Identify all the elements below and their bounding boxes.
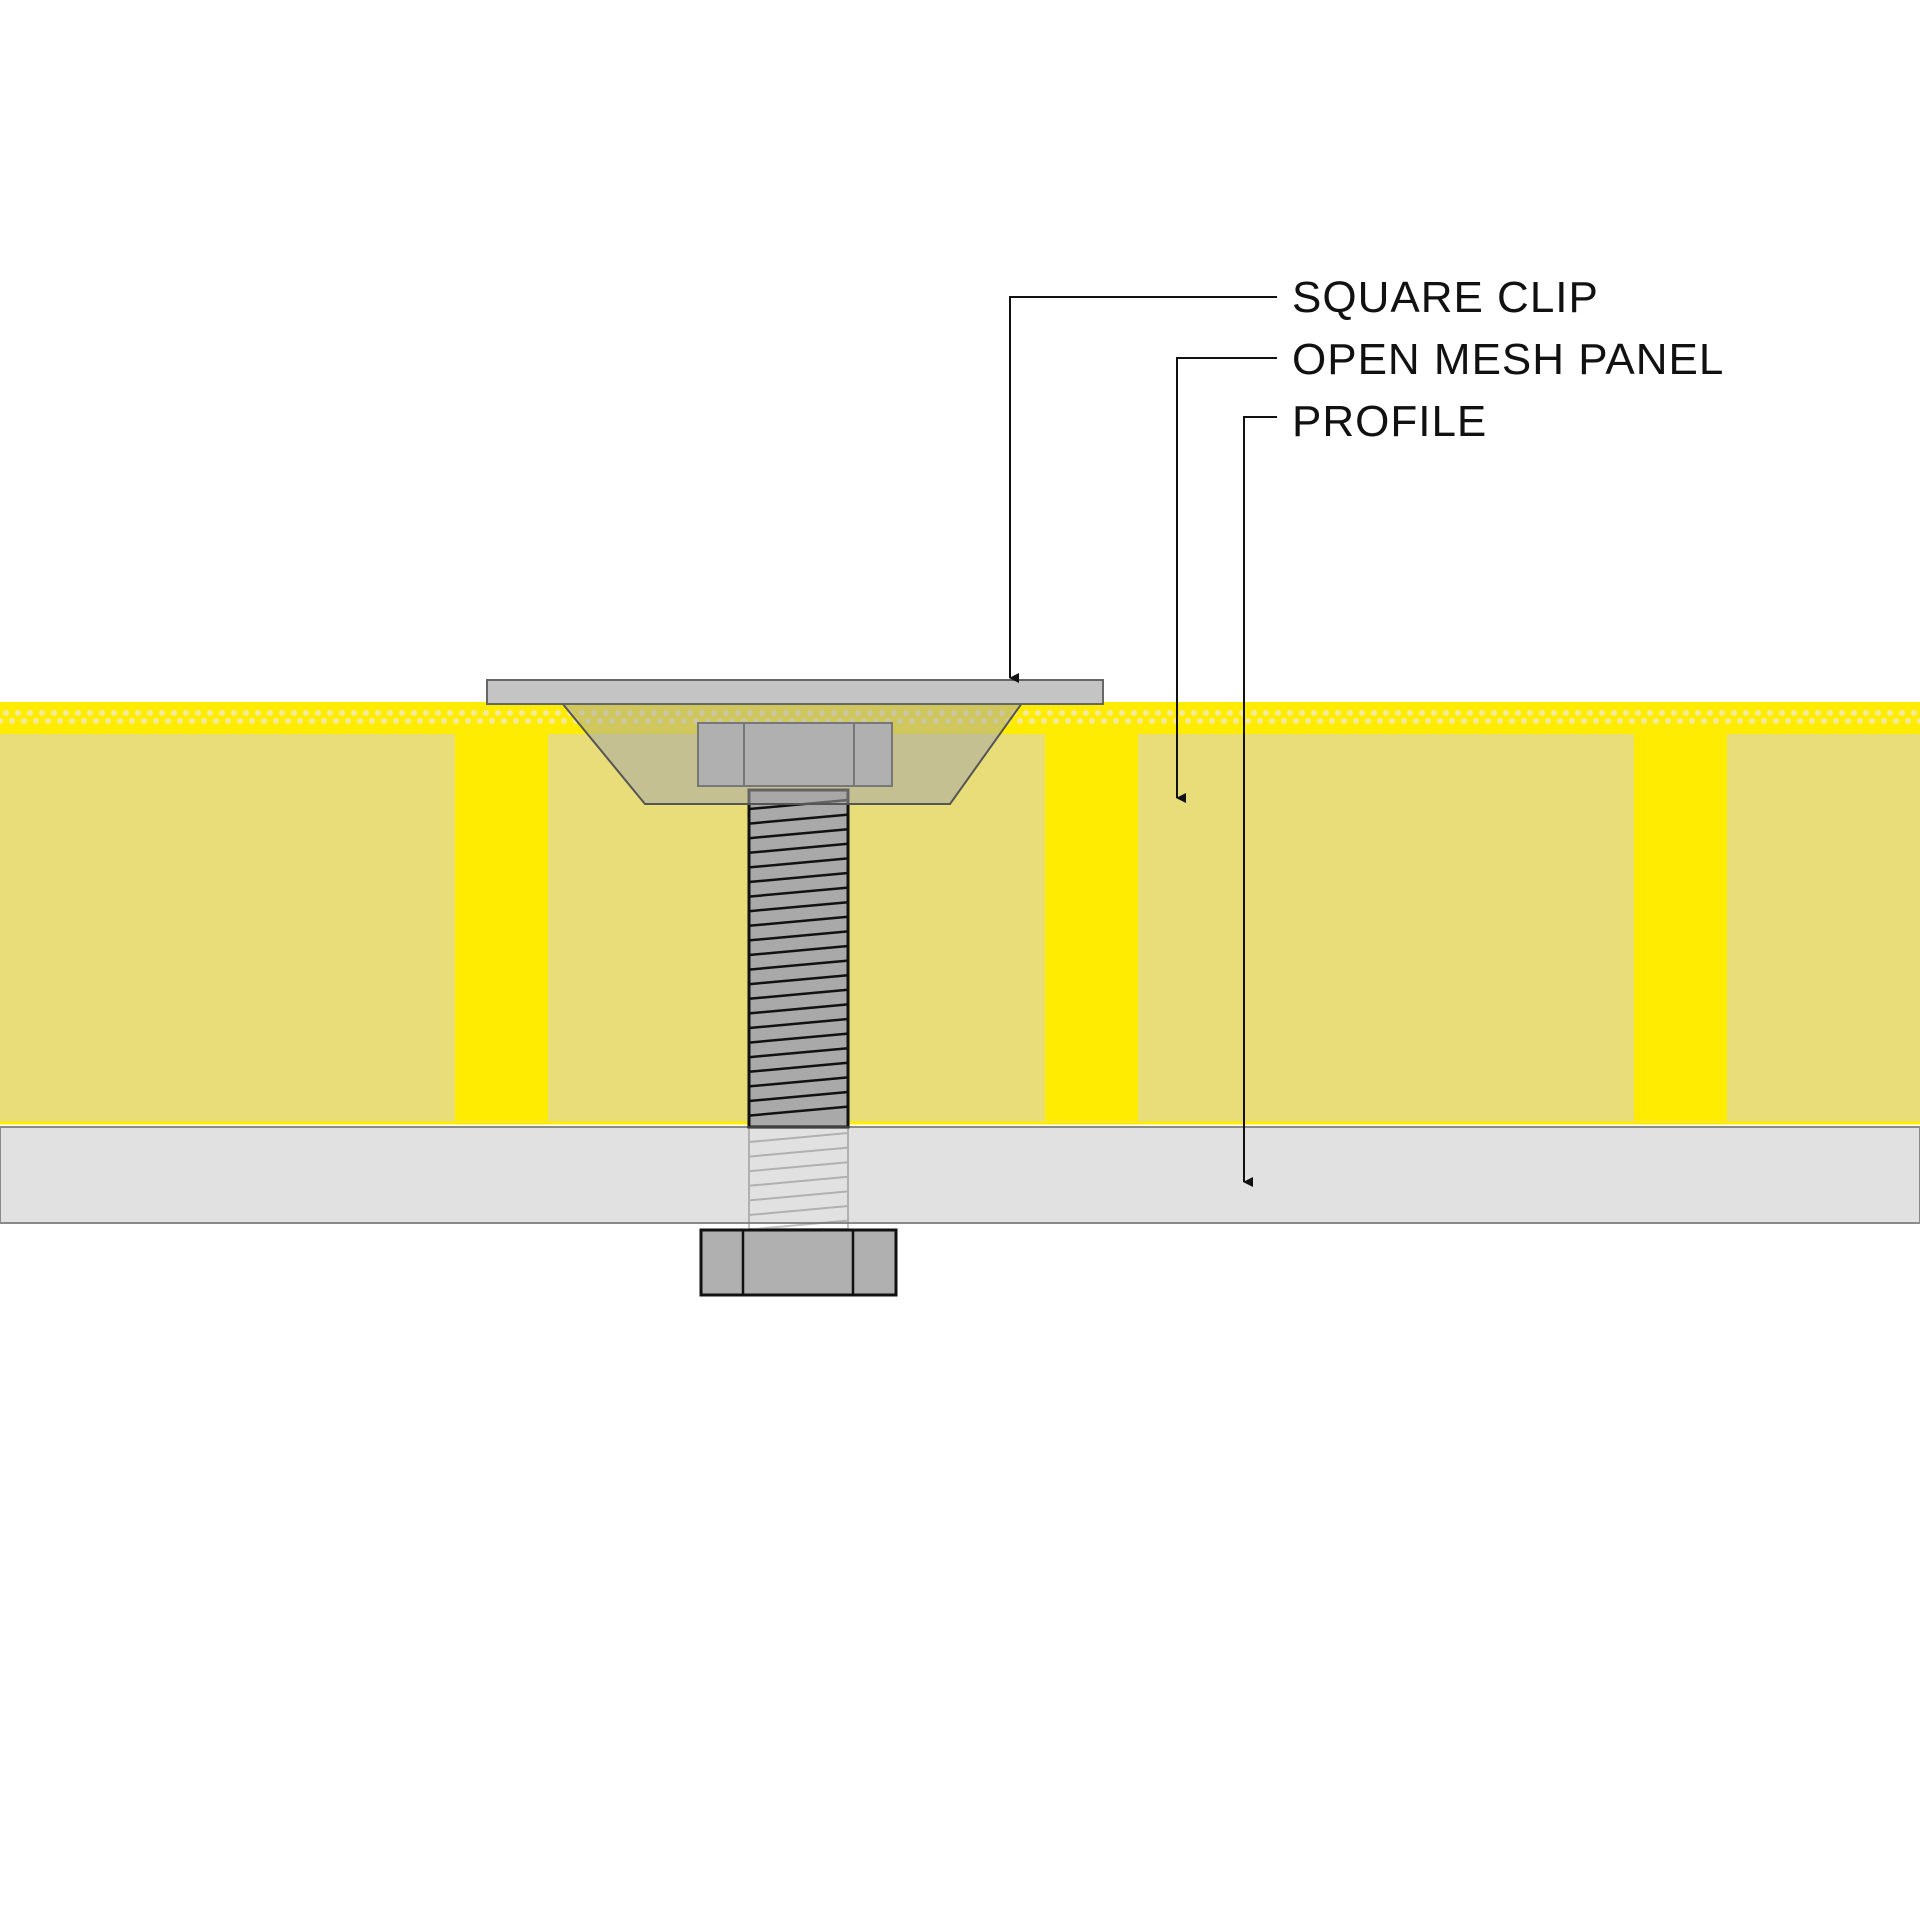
bolt-thread-hidden [748, 1175, 849, 1187]
bolt-thread [748, 930, 849, 942]
mesh-bearing-bar [455, 733, 548, 1121]
bolt-thread [748, 1032, 849, 1044]
mesh-bearing-bar [1634, 733, 1727, 1121]
clip-nut [697, 722, 893, 787]
bolt-thread [748, 886, 849, 898]
bolt-thread [748, 1003, 849, 1015]
bolt-thread [748, 944, 849, 957]
bolt-thread [748, 1076, 849, 1088]
bolt-thread [748, 959, 849, 971]
bolt-thread-hidden [748, 1132, 849, 1143]
mesh-bearing-bar [1045, 733, 1138, 1121]
bolt-thread-hidden [748, 1190, 849, 1202]
profile-body [0, 1126, 1920, 1224]
bolt-thread-hidden [748, 1146, 849, 1158]
square-clip [486, 679, 1104, 805]
bolt-thread [748, 900, 849, 913]
bolt-thread-hidden [748, 1161, 849, 1173]
callout-square-clip: SQUARE CLIP [1292, 273, 1599, 322]
bolt-thread [748, 988, 849, 1001]
bolt-thread-hidden [748, 1219, 849, 1231]
bolt-thread [748, 973, 849, 986]
bolt-thread [748, 915, 849, 928]
profile [0, 1126, 1920, 1224]
bolt-thread [748, 813, 849, 825]
bolt-thread [748, 1090, 849, 1103]
bolt-thread [748, 827, 849, 840]
bolt-thread [748, 1105, 849, 1117]
leader-square-clip [1009, 296, 1277, 683]
open-mesh-panel [0, 702, 1920, 1125]
leader-profile [1243, 416, 1277, 1187]
bolt-thread [748, 1017, 849, 1030]
mesh-panel-body [0, 733, 1920, 1123]
leader-open-mesh-panel [1176, 357, 1277, 803]
bolt-thread [748, 1046, 849, 1059]
bolt-thread [748, 871, 849, 884]
callout-open-mesh-panel: OPEN MESH PANEL [1292, 335, 1724, 384]
leader-lines [1009, 296, 1277, 1187]
bolt-thread [748, 1061, 849, 1074]
callout-profile: PROFILE [1292, 397, 1487, 446]
bolt-thread [748, 842, 849, 855]
bolt-thread [748, 857, 849, 869]
bolt-head [699, 1228, 898, 1297]
bolt-shank [747, 788, 850, 1129]
clip-top-plate [486, 679, 1104, 705]
bolt-thread-hidden [748, 1205, 849, 1216]
